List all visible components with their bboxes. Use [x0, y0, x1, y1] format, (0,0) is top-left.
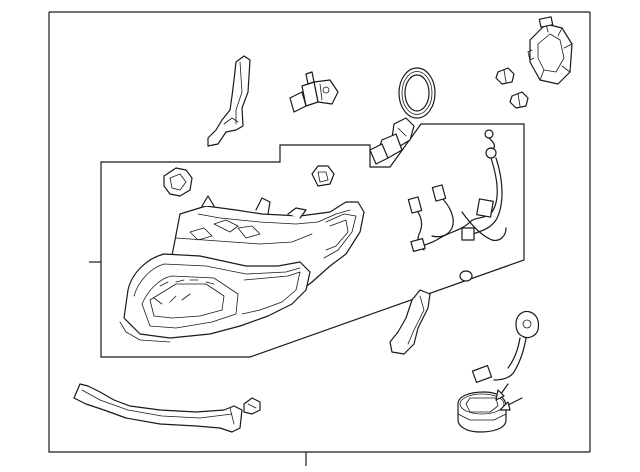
- ballast-pointer-arrows: [495, 383, 523, 411]
- headlamp-housing-icon: [119, 195, 365, 343]
- dust-cover-cap-icon: [527, 16, 573, 85]
- lower-filler-panel-icon: [73, 383, 243, 433]
- retainer-clip-icon: [311, 165, 335, 187]
- turn-signal-bulb-socket-icon: [369, 117, 415, 165]
- diagram-frame: [48, 12, 590, 453]
- side-bracket-icon: [389, 289, 431, 355]
- side-marker-bulb-icon: [459, 270, 473, 282]
- panel-clip-icon: [243, 397, 261, 415]
- wedge-bulb-icon: [495, 67, 529, 109]
- mounting-bracket-upper-icon: [207, 55, 251, 147]
- bulb-seal-ring-icon: [398, 67, 436, 119]
- adjuster-clip-icon: [163, 167, 193, 197]
- hid-igniter-harness-icon: [471, 310, 540, 383]
- harness-connector-icon: [407, 184, 494, 252]
- wiring-harness-icon: [413, 129, 507, 251]
- hid-ballast-icon: [457, 391, 507, 433]
- halogen-bulb-icon: [289, 71, 339, 113]
- assembly-boundary: [100, 123, 525, 358]
